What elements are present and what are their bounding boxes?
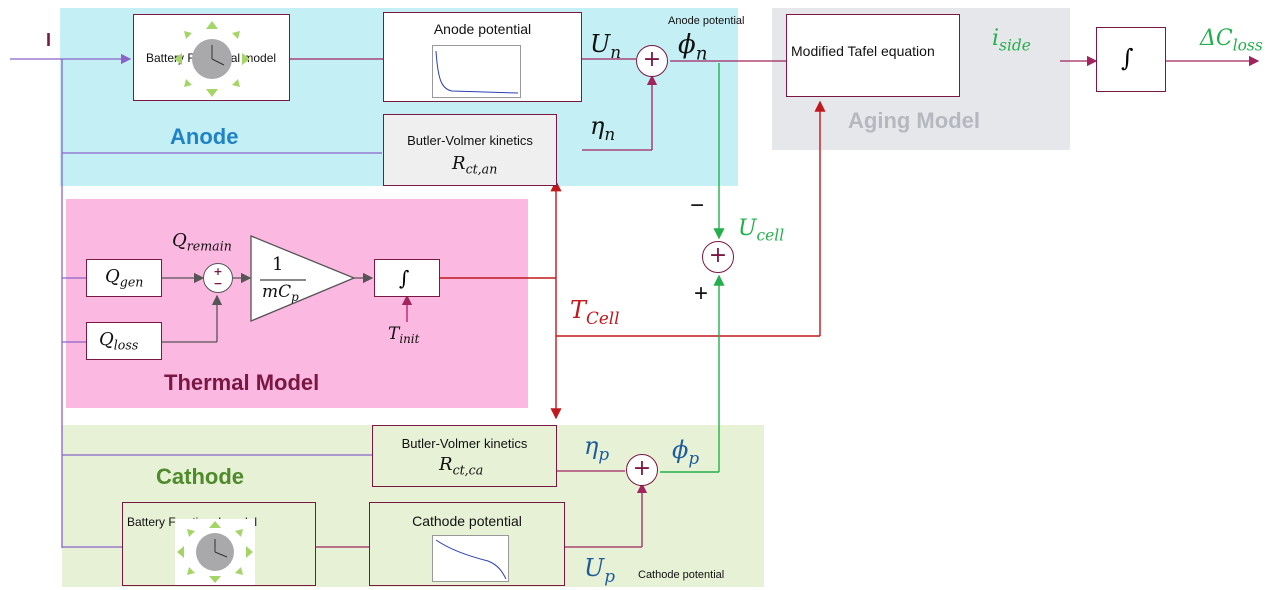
cathode-summing-junction: + [626, 454, 658, 486]
t-cell-symbol: TCell [570, 296, 620, 328]
anode-fractional-model-block: Battery Fractional model [133, 14, 290, 101]
cathode-resistance-symbol: Rct,ca [439, 454, 484, 478]
anode-resistance-symbol: Rct,an [452, 153, 498, 177]
gain-numerator: 1 [272, 254, 284, 275]
cathode-butler-volmer-block: Butler-Volmer kinetics Rct,ca [372, 425, 557, 487]
q-remain-symbol: Qremain [172, 230, 232, 254]
anode-potential-block: Anode potential [383, 12, 582, 102]
cell-minus-sign: − [690, 192, 705, 219]
sphere-diffusion-icon [174, 21, 250, 97]
cathode-sphere-diffusion-icon [175, 519, 255, 585]
gain-denominator: mCp [262, 282, 299, 305]
thermal-sum-plus-sign: + [213, 265, 223, 278]
aging-region-label: Aging Model [848, 108, 980, 133]
input-current-label: I [46, 30, 52, 50]
i-side-symbol: iside [992, 26, 1031, 55]
cathode-potential-block: Cathode potential [369, 502, 565, 586]
thermal-region [66, 199, 528, 408]
t-init-symbol: Tinit [388, 324, 420, 347]
q-gen-block: Qgen [86, 259, 162, 297]
anode-potential-curve-icon [432, 45, 521, 98]
cathode-phi-symbol: ϕp [672, 436, 700, 468]
thermal-gain-block [250, 235, 356, 322]
thermal-integrator-block: ∫ [374, 259, 440, 297]
cathode-potential-curve-icon [432, 535, 509, 582]
cathode-U-symbol: Up [584, 554, 615, 586]
delta-c-loss-symbol: ΔCloss [1200, 26, 1263, 55]
thermal-sum-minus-sign: − [213, 277, 223, 290]
anode-U-symbol: Un [590, 30, 622, 62]
tafel-block: Modified Tafel equation [786, 14, 960, 97]
thermal-summing-junction: + − [203, 263, 233, 293]
cathode-potential-label: Cathode potential [412, 513, 522, 529]
q-loss-symbol: Qloss [99, 329, 139, 353]
anode-potential-label: Anode potential [433, 21, 532, 37]
aging-integrator-block: ∫ [1096, 27, 1166, 92]
cathode-bv-label: Butler-Volmer kinetics [401, 436, 528, 451]
anode-potential-caption: Anode potential [668, 15, 745, 27]
cathode-potential-caption: Cathode potential [638, 569, 725, 581]
cell-summing-junction: + [702, 241, 734, 273]
cathode-region-label: Cathode [156, 464, 244, 489]
anode-region-label: Anode [170, 124, 239, 149]
thermal-integrator-symbol: ∫ [399, 266, 410, 290]
cathode-fractional-model-block: Battery Fractional model [122, 502, 316, 586]
aging-integrator-symbol: ∫ [1121, 44, 1134, 72]
q-gen-symbol: Qgen [105, 266, 144, 290]
anode-butler-volmer-block: Butler-Volmer kinetics Rct,an [383, 114, 557, 186]
cell-plus-sign: + [694, 280, 709, 307]
q-loss-block: Qloss [86, 322, 162, 360]
thermal-region-label: Thermal Model [164, 370, 320, 395]
anode-summing-junction: + [636, 45, 668, 77]
anode-eta-symbol: ηn [590, 112, 616, 144]
tafel-label: Modified Tafel equation [791, 43, 935, 59]
cathode-eta-symbol: ηp [584, 432, 610, 464]
u-cell-symbol: Ucell [738, 216, 785, 245]
anode-bv-label: Butler-Volmer kinetics [407, 133, 533, 148]
anode-phi-symbol: ϕn [678, 30, 708, 65]
